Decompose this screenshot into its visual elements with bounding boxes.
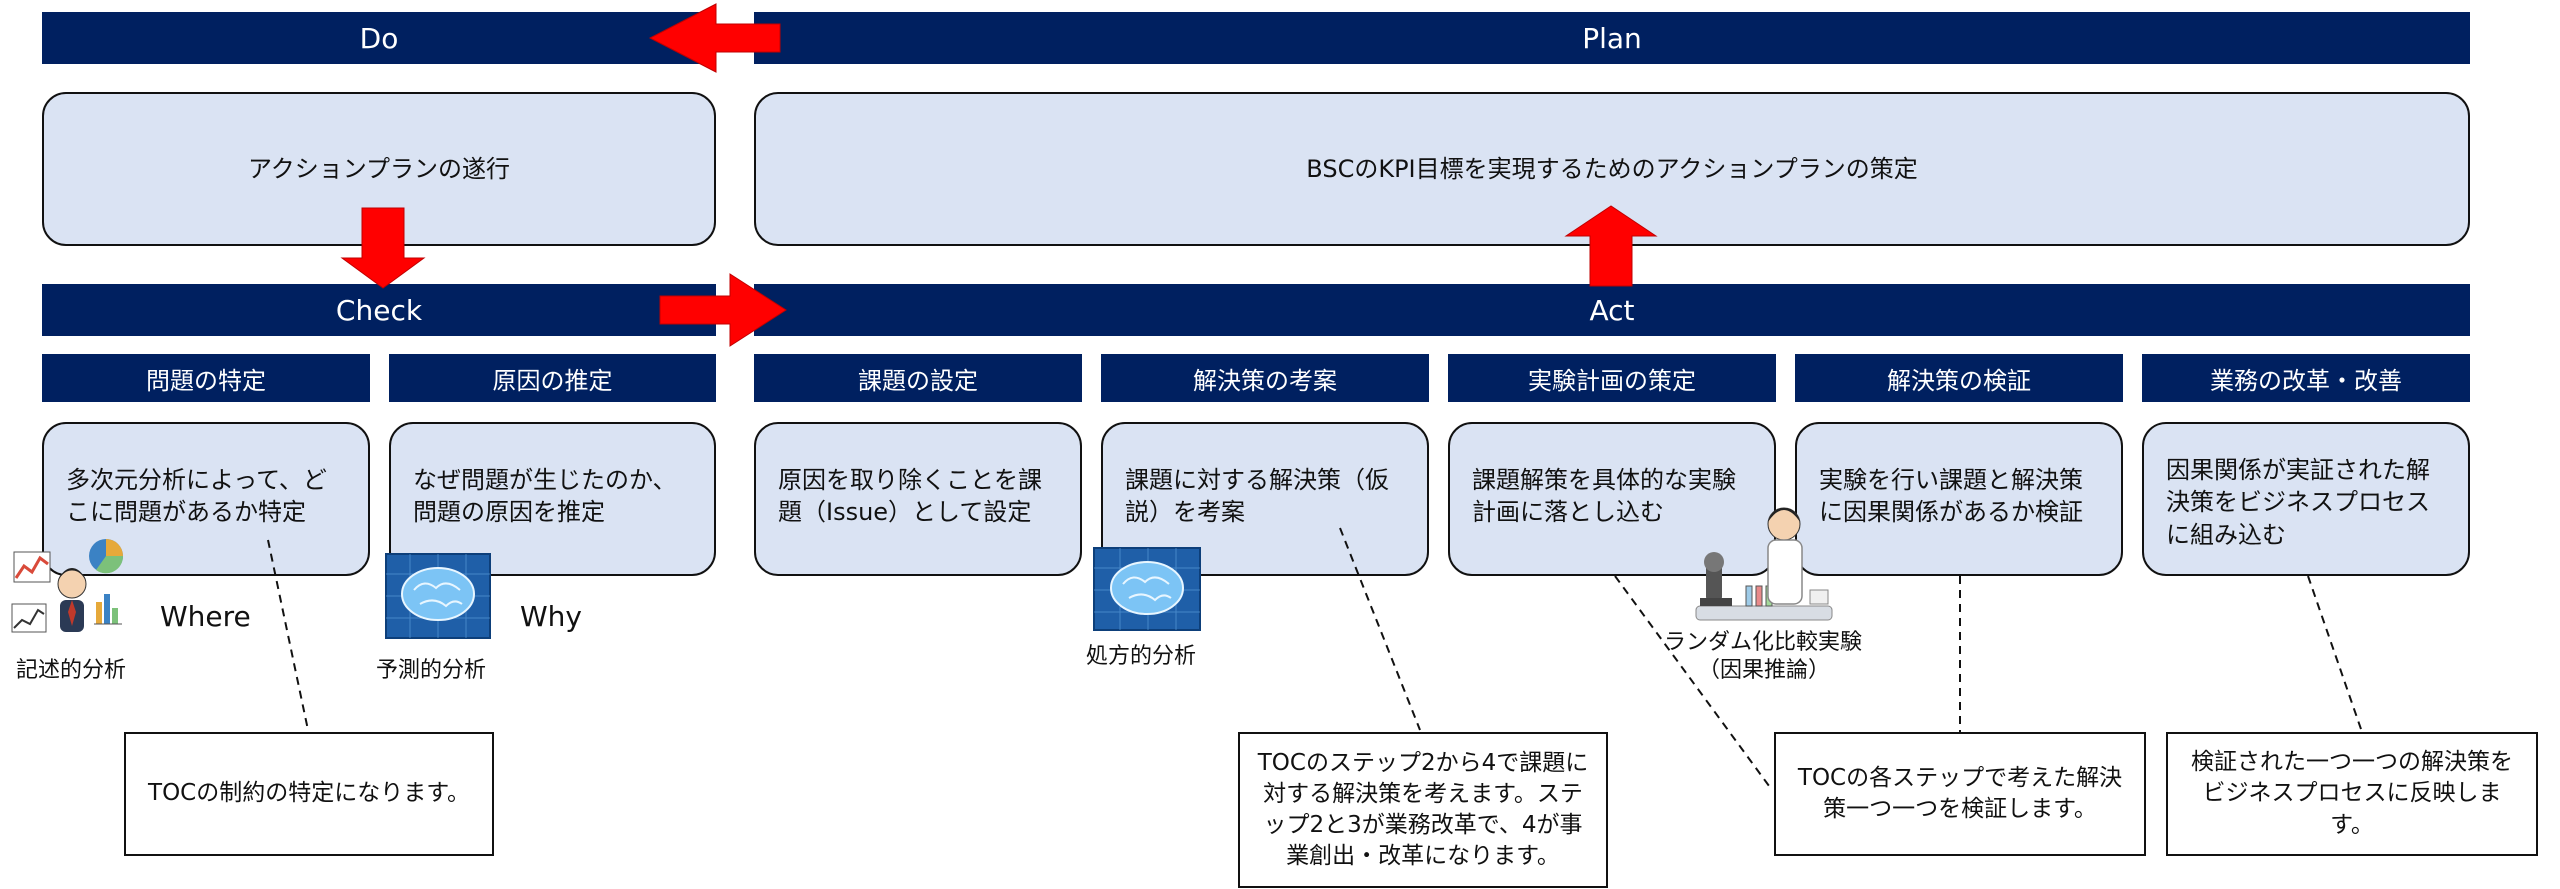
step-header-experiment: 実験計画の策定	[1448, 354, 1776, 402]
step-header-text: 課題の設定	[858, 366, 978, 395]
step-header-text: 問題の特定	[146, 366, 266, 395]
step-header-text: 業務の改革・改善	[2210, 366, 2402, 395]
prescriptive-analysis-label: 処方的分析	[1086, 644, 1197, 669]
step-header-solution: 解決策の考案	[1101, 354, 1429, 402]
arrow-left-icon	[648, 3, 781, 73]
step-header-improvement: 業務の改革・改善	[2142, 354, 2470, 402]
phase-label-plan: Plan	[1582, 21, 1642, 55]
arrow-down-icon	[340, 207, 426, 289]
phase-bar-act: Act	[754, 284, 2470, 336]
rct-label-line2: （因果推論）	[1698, 658, 1831, 683]
step-header-text: 原因の推定	[492, 366, 613, 395]
why-label: Why	[520, 600, 583, 633]
dashed-line-2	[1339, 527, 1421, 731]
step-header-issue: 課題の設定	[754, 354, 1082, 402]
chart-icons-illustration	[11, 539, 124, 633]
step-box-problem: 多次元分析によって、どこに問題があるか特定	[42, 422, 370, 576]
where-label: Where	[160, 600, 251, 633]
step-header-text: 解決策の考案	[1193, 366, 1337, 395]
step-box-text: 課題解策を具体的な実験計画に落とし込む	[1472, 466, 1736, 527]
step-header-verification: 解決策の検証	[1795, 354, 2123, 402]
step-box-cause: なぜ問題が生じたのか、問題の原因を推定	[389, 422, 716, 576]
callout-text: TOCのステップ2から4で課題に対する解決策を考えます。ステップ2と3が業務改革…	[1257, 749, 1589, 870]
step-header-problem: 問題の特定	[42, 354, 370, 402]
step-header-text: 実験計画の策定	[1528, 366, 1696, 395]
step-box-experiment: 課題解策を具体的な実験計画に落とし込む	[1448, 422, 1776, 576]
dashed-line-3	[1614, 575, 1773, 791]
callout-toc-steps: TOCのステップ2から4で課題に対する解決策を考えます。ステップ2と3が業務改革…	[1238, 732, 1608, 888]
step-box-text: 原因を取り除くことを課題（Issue）として設定	[778, 466, 1042, 527]
callout-toc-verify: TOCの各ステップで考えた解決策一つ一つを検証します。	[1774, 732, 2146, 856]
phase-label-check: Check	[335, 293, 423, 327]
dashed-line-5	[2307, 575, 2363, 733]
phase-label-do: Do	[359, 21, 399, 55]
brain-icon	[385, 553, 491, 639]
callout-text: TOCの制約の特定になります。	[148, 780, 470, 807]
callout-text: TOCの各ステップで考えた解決策一つ一つを検証します。	[1797, 764, 2123, 822]
brain-icon	[1093, 547, 1201, 631]
predictive-analysis-label: 予測的分析	[376, 658, 487, 683]
dashed-line-1	[267, 539, 309, 731]
step-box-text: 課題に対する解決策（仮説）を考案	[1125, 466, 1389, 527]
arrow-up-icon	[1564, 205, 1658, 287]
do-box-text: アクションプランの遂行	[247, 154, 511, 183]
phase-bar-do: Do	[42, 12, 716, 64]
rct-label-line1: ランダム化比較実験	[1664, 630, 1863, 655]
step-box-text: 実験を行い課題と解決策に因果関係があるか検証	[1819, 466, 2083, 527]
callout-business-process: 検証された一つ一つの解決策をビジネスプロセスに反映します。	[2166, 732, 2538, 856]
step-box-text: 因果関係が実証された解決策をビジネスプロセスに組み込む	[2166, 456, 2430, 549]
plan-box-text: BSCのKPI目標を実現するためのアクションプランの策定	[1306, 154, 1918, 183]
arrow-right-icon	[659, 273, 787, 347]
step-box-issue: 原因を取り除くことを課題（Issue）として設定	[754, 422, 1082, 576]
step-header-cause: 原因の推定	[389, 354, 716, 402]
step-box-improvement: 因果関係が実証された解決策をビジネスプロセスに組み込む	[2142, 422, 2470, 576]
phase-label-act: Act	[1589, 293, 1635, 327]
callout-toc-constraint: TOCの制約の特定になります。	[124, 732, 494, 856]
phase-bar-check: Check	[42, 284, 716, 336]
step-box-verification: 実験を行い課題と解決策に因果関係があるか検証	[1795, 422, 2123, 576]
step-header-text: 解決策の検証	[1887, 366, 2031, 395]
descriptive-analysis-label: 記述的分析	[16, 658, 127, 683]
scientist-illustration	[1695, 507, 1833, 621]
callout-text: 検証された一つ一つの解決策をビジネスプロセスに反映します。	[2191, 749, 2513, 838]
phase-bar-plan: Plan	[754, 12, 2470, 64]
do-box: アクションプランの遂行	[42, 92, 716, 246]
step-box-text: 多次元分析によって、どこに問題があるか特定	[66, 466, 327, 527]
step-box-text: なぜ問題が生じたのか、問題の原因を推定	[413, 466, 677, 527]
